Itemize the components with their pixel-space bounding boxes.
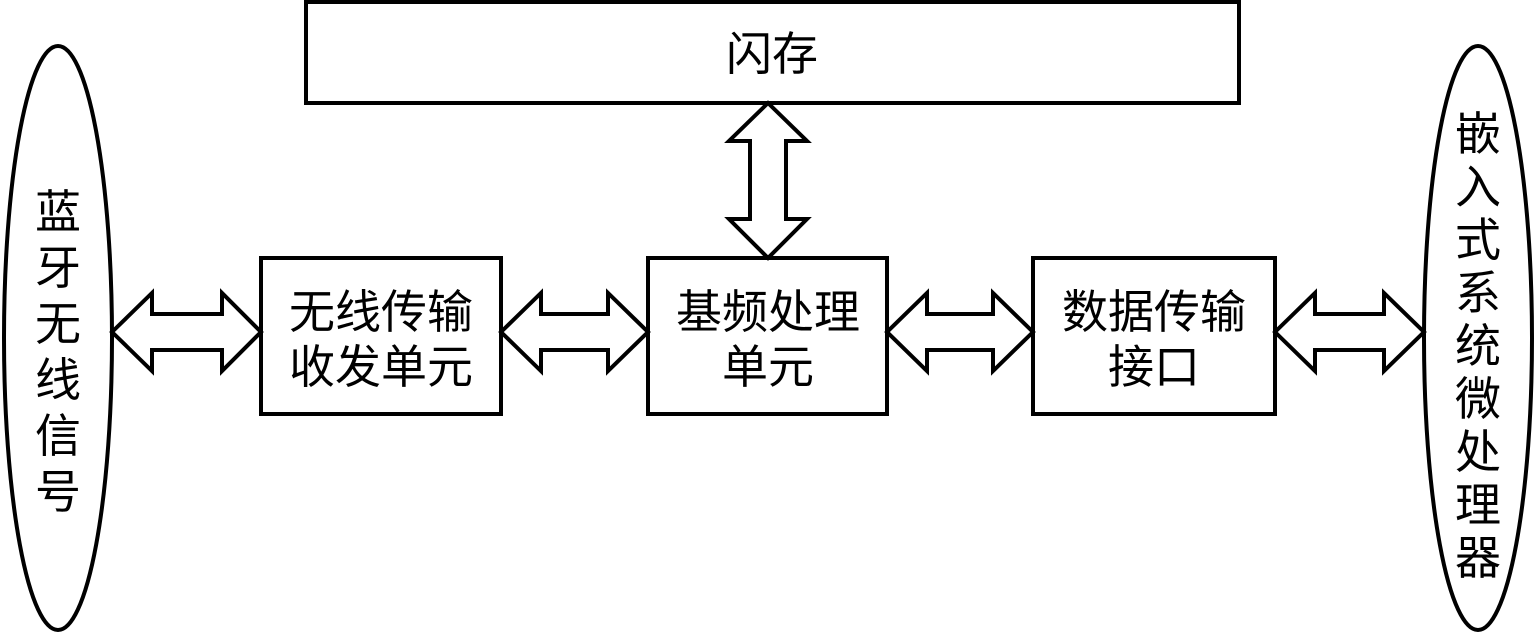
data-interface-label-line2: 接口 (1108, 340, 1200, 394)
arrow-baseband-interface (884, 288, 1036, 376)
baseband-node: 基频处理 单元 (646, 256, 889, 416)
flash-label: 闪存 (726, 27, 818, 81)
embedded-mcu-label: 嵌入式系统微处理器 (1455, 107, 1501, 585)
baseband-label-line2: 单元 (722, 340, 814, 394)
data-interface-label-line1: 数据传输 (1062, 285, 1246, 339)
arrow-interface-mcu (1272, 288, 1427, 376)
transceiver-node: 无线传输 收发单元 (259, 256, 503, 416)
arrow-transceiver-baseband (498, 288, 651, 376)
embedded-mcu-node: 嵌入式系统微处理器 (1422, 44, 1534, 632)
transceiver-label-line1: 无线传输 (289, 285, 473, 339)
data-interface-node: 数据传输 接口 (1031, 256, 1277, 416)
bluetooth-signal-node: 蓝牙无线信号 (2, 44, 114, 632)
transceiver-label-line2: 收发单元 (289, 340, 473, 394)
arrow-signal-transceiver (109, 288, 264, 376)
flash-node: 闪存 (304, 0, 1241, 105)
baseband-label-line1: 基频处理 (676, 285, 860, 339)
bluetooth-signal-label: 蓝牙无线信号 (35, 185, 81, 519)
arrow-flash-baseband (724, 100, 812, 261)
